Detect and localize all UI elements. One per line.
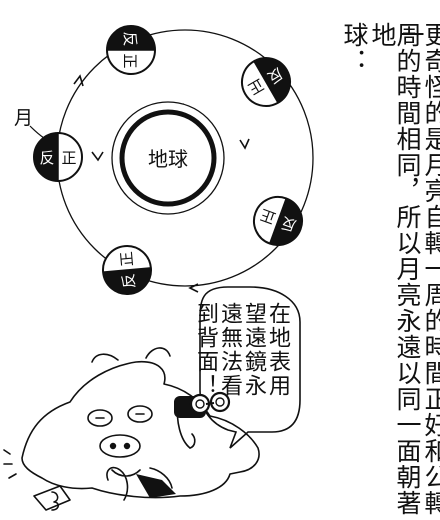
narration-column-3: 球： [340,22,369,74]
moon-left: 反 正 [33,132,83,182]
bubble-column-3: 遠無法看 [217,302,242,398]
moon-near-side-label: 正 [258,205,278,227]
orbit-arrow-right [239,138,250,150]
orbit-arrow-bottom [188,283,199,293]
moon-top: 反 正 [106,25,156,75]
binoculars-icon [174,391,231,418]
moon-bottom: 反 正 [102,245,152,295]
narration-column-2: 周的時間相同，所以月亮永遠以同一面朝著地 [368,22,422,516]
moon-label-pointer [29,125,45,139]
moon-label: 月 [14,107,33,129]
moon-upper-right: 反 正 [241,57,291,107]
pig-with-binoculars-illustration [3,347,260,511]
moon-far-side-label: 反 [119,273,138,290]
earth [119,109,217,207]
moon-near-side-label: 正 [117,251,136,268]
orbit-arrow-left [91,151,104,162]
narration-column-1: 更奇怪的是月亮自轉一周的時間正好和公轉一 [396,22,440,516]
pig-necktie [136,474,176,498]
moon-near-side-label: 正 [61,149,76,167]
bubble-column-4: 到背面！ [193,302,218,398]
moon-far-side-label: 反 [39,149,54,167]
moon-near-side-label: 正 [121,53,139,68]
moon-far-side-label: 反 [121,31,139,46]
moon-lower-right: 反 正 [253,196,303,246]
bubble-column-1: 在地表用 [265,302,290,398]
bubble-column-2: 望遠鏡永 [241,302,266,398]
earth-label: 地球 [148,147,188,171]
orbit-arrow-upper-left [73,74,84,87]
moon-far-side-label: 反 [279,213,299,235]
